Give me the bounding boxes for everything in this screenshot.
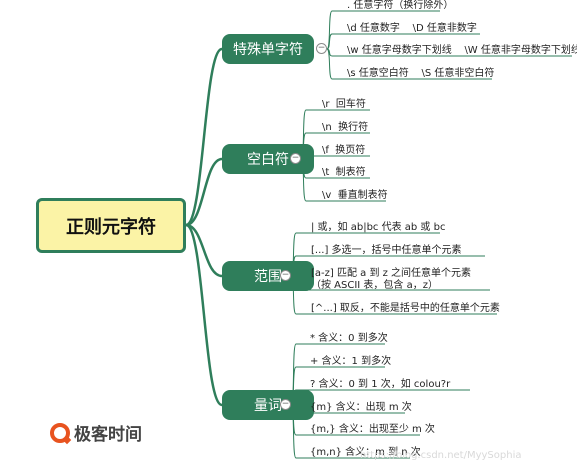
leaf-item: \r 回车符 xyxy=(322,99,366,110)
root-node[interactable]: 正则元字符 xyxy=(36,198,186,253)
connector-line xyxy=(185,223,223,278)
connector-line xyxy=(185,223,223,407)
leaf-item: \d 任意数字 \D 任意非数字 xyxy=(347,23,477,34)
leaf-item: \s 任意空白符 \S 任意非空白符 xyxy=(347,68,495,79)
collapse-icon[interactable]: − xyxy=(316,43,327,54)
connector-line xyxy=(185,157,223,227)
leaf-item: \n 换行符 xyxy=(322,122,369,133)
leaf-item: {m,n} 含义：m 到 n 次 xyxy=(310,447,421,458)
leaf-item: \w 任意字母数字下划线 \W 任意非字母数字下划线 xyxy=(347,45,577,56)
collapse-icon[interactable]: − xyxy=(280,399,291,410)
leaf-item: \f 换页符 xyxy=(322,145,366,156)
collapse-icon[interactable]: − xyxy=(290,153,301,164)
leaf-item: \t 制表符 xyxy=(322,167,366,178)
branch-quantifier[interactable]: 量词 xyxy=(222,390,314,420)
leaf-item: [a-z] 匹配 a 到 z 之间任意单个元素 （按 ASCII 表，包含 a，… xyxy=(311,268,472,291)
collapse-icon[interactable]: − xyxy=(280,270,291,281)
leaf-item: * 含义：0 到多次 xyxy=(310,333,388,344)
connector-line xyxy=(326,48,333,80)
leaf-item: [...] 多选一，括号中任意单个元素 xyxy=(311,245,462,256)
logo-text: 极客时间 xyxy=(74,425,142,445)
leaf-item: [^...] 取反，不能是括号中的任意单个元素 xyxy=(311,303,500,314)
leaf-item: + 含义：1 到多次 xyxy=(310,356,392,367)
leaf-item: {m} 含义：出现 m 次 xyxy=(310,402,412,413)
branch-special-chars[interactable]: 特殊单字符 xyxy=(222,34,314,64)
branch-range[interactable]: 范围 xyxy=(222,261,314,291)
leaf-item: {m,} 含义：出现至少 m 次 xyxy=(310,424,435,435)
connector-line xyxy=(326,33,333,50)
watermark: https://blog.csdn.net/MyySophia xyxy=(360,450,522,461)
leaf-item: | 或，如 ab|bc 代表 ab 或 bc xyxy=(311,222,446,233)
leaf-item: \v 垂直制表符 xyxy=(322,190,388,201)
brand-logo: 极客时间 xyxy=(50,420,142,445)
logo-icon xyxy=(50,422,70,443)
leaf-item: . 任意字符（换行除外） xyxy=(347,0,454,11)
connector-line xyxy=(185,47,223,227)
leaf-item: ? 含义：0 到 1 次，如 colou?r xyxy=(310,379,451,390)
